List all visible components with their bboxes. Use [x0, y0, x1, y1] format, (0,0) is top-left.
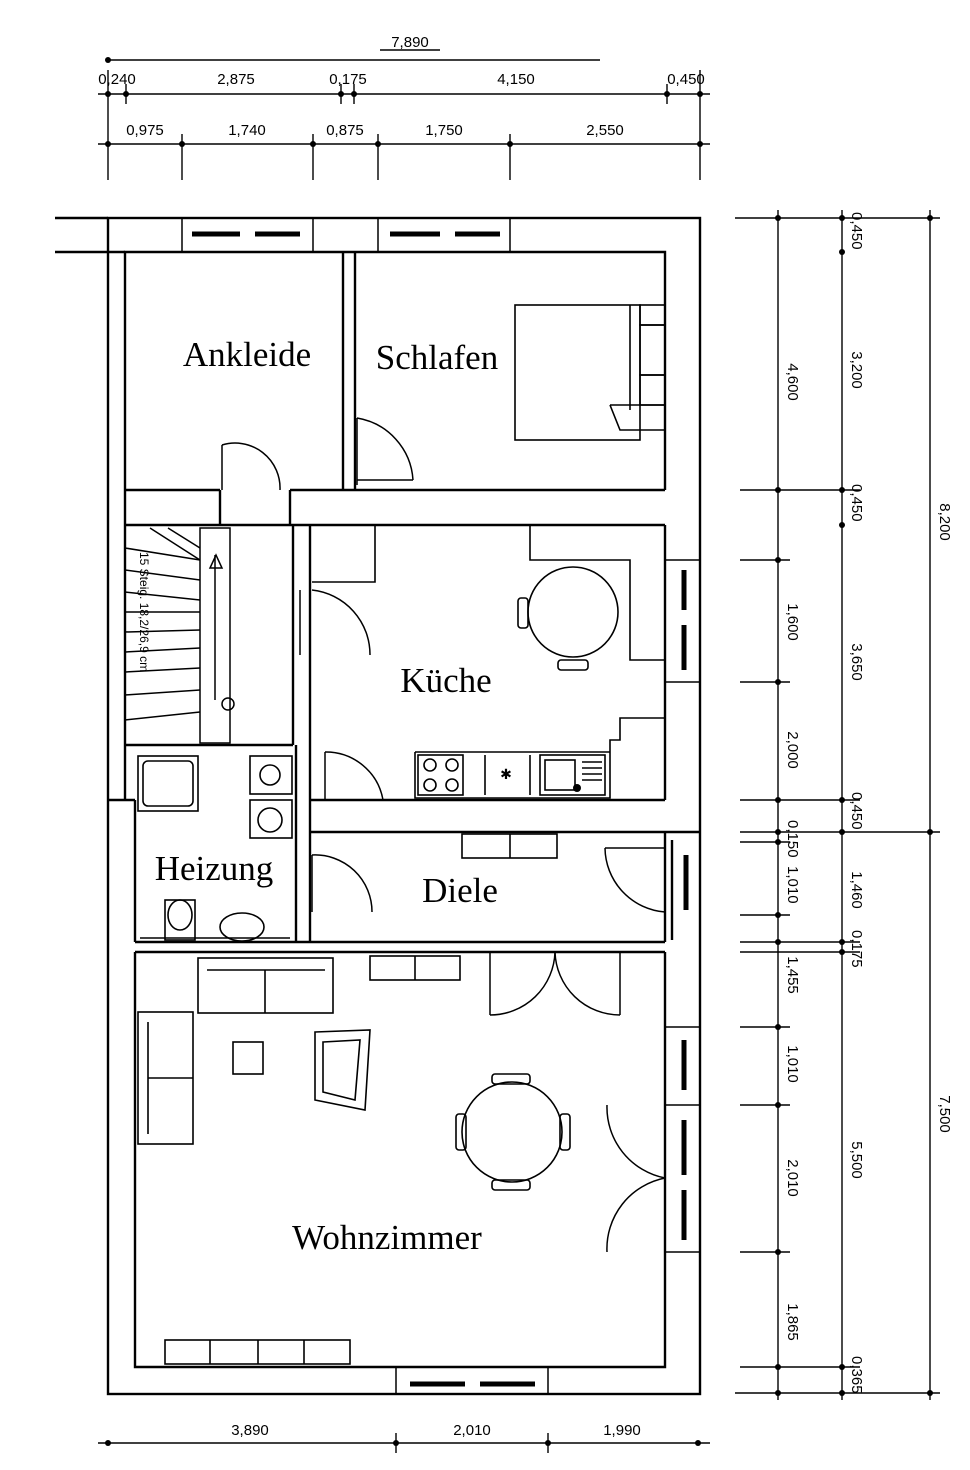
dim-right-c1-3: 2,000: [784, 731, 801, 769]
dim-top-6: 0,975: [126, 122, 164, 139]
room-label-schlafen: Schlafen: [376, 338, 498, 377]
dim-right-c3-1: 8,200: [936, 503, 953, 541]
stove-icon: [417, 754, 464, 796]
dining-table-icon: [461, 1081, 563, 1183]
dim-bottom-3: 1,990: [603, 1422, 641, 1439]
bed-icon: [514, 304, 641, 441]
dim-right-c1-5: 1,010: [784, 866, 801, 904]
svg-text:✱: ✱: [500, 767, 512, 783]
stair-note: 15 Steig. 18,2/26,9 cm: [137, 552, 151, 672]
armchair-icon: [314, 1029, 371, 1111]
dim-top-3: 0,175: [329, 71, 367, 88]
room-label-kueche: Küche: [400, 661, 491, 700]
room-label-diele: Diele: [422, 871, 498, 910]
dim-right-c2-4: 3,650: [848, 643, 865, 681]
dim-right-c1-8: 2,010: [784, 1159, 801, 1197]
dim-right-c2-7: 0,175: [848, 930, 865, 968]
dim-bottom-1: 3,890: [231, 1422, 269, 1439]
dim-bottom-2: 2,010: [453, 1422, 491, 1439]
col2-dots: [839, 215, 845, 1396]
furniture: ✱: [137, 304, 666, 1365]
room-label-heizung: Heizung: [155, 849, 274, 888]
dim-right-c2-5: 0,450: [848, 792, 865, 830]
dim-right-c2-3: 0,450: [848, 484, 865, 522]
dim-top-2: 2,875: [217, 71, 255, 88]
bottom-dimensions: 3,890 2,010 1,990: [98, 1422, 710, 1453]
dim-right-c1-9: 1,865: [784, 1303, 801, 1341]
staircase: 15 Steig. 18,2/26,9 cm: [124, 527, 235, 744]
dim-right-c1-6: 1,455: [784, 956, 801, 994]
kitchen-table-icon: [527, 566, 619, 658]
row1-ticks: [105, 70, 703, 180]
dim-right-c2-9: 0,365: [848, 1356, 865, 1394]
dim-right-c1-7: 1,010: [784, 1045, 801, 1083]
dim-right-c1-4: 0,150: [784, 820, 801, 858]
dim-right-c1-2: 1,600: [784, 603, 801, 641]
row2-ticks: [105, 134, 703, 180]
dim-overall-width: 7,890: [391, 34, 429, 51]
room-label-ankleide: Ankleide: [183, 335, 311, 374]
dim-top-1: 0,240: [98, 71, 136, 88]
dim-right-c2-1: 0,450: [848, 212, 865, 250]
dim-top-4: 4,150: [497, 71, 535, 88]
room-label-wohnzimmer: Wohnzimmer: [292, 1218, 482, 1257]
dim-top-8: 0,875: [326, 122, 364, 139]
col3-dots: [927, 215, 933, 1396]
dim-top-9: 1,750: [425, 122, 463, 139]
dim-right-c1-1: 4,600: [784, 363, 801, 401]
shower-icon: [137, 755, 199, 812]
right-dimensions: 4,600 1,600 2,000 0,150 1,010 1,455 1,01…: [735, 210, 953, 1400]
dim-top-10: 2,550: [586, 122, 624, 139]
room-labels: Ankleide Schlafen Küche Heizung Diele Wo…: [155, 335, 499, 1257]
dim-top-5: 0,450: [667, 71, 705, 88]
dim-right-c3-2: 7,500: [936, 1095, 953, 1133]
washbasin-icon: [219, 912, 265, 942]
dim-right-c2-2: 3,200: [848, 351, 865, 389]
dim-top-7: 1,740: [228, 122, 266, 139]
sink-icon: [539, 754, 606, 796]
windows: [181, 218, 700, 1394]
doors: [221, 417, 666, 1253]
col1-dots: [775, 215, 781, 1396]
dim-right-c2-8: 5,500: [848, 1141, 865, 1179]
dim-right-c2-6: 1,460: [848, 871, 865, 909]
top-dimensions: 7,890 0,240 2,875 0,175 4,150 0,450 0,97…: [98, 34, 710, 180]
